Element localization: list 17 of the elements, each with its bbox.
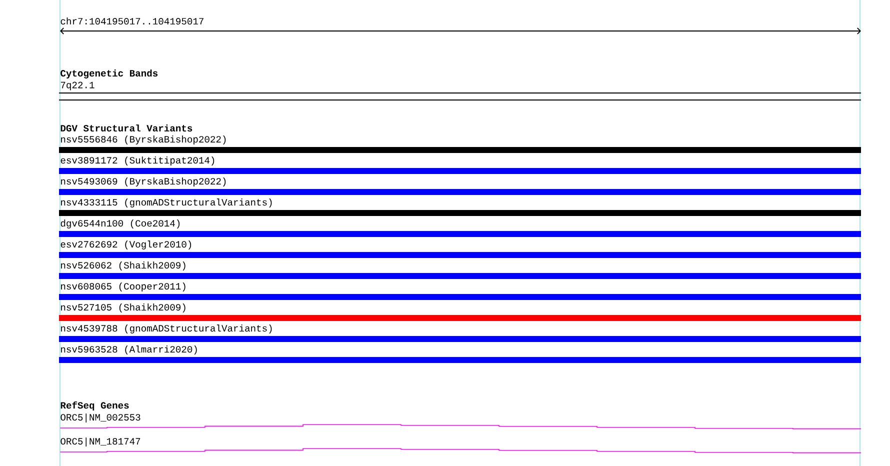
- feature-label: dgv6544n100 (Coe2014): [60, 220, 180, 228]
- feature-label: esv2762692 (Vogler2010): [60, 240, 192, 250]
- feature-label: nsv4539788 (gnomADStructuralVariants): [61, 324, 272, 334]
- feature-label: nsv526062 (Shaikh2009): [61, 262, 186, 270]
- feature-label: nsv5493069 (ByrskaBishop2022): [61, 178, 226, 186]
- feature-label: nsv527105 (Shaikh2009): [61, 304, 186, 312]
- track-title: DGV Structural Variants: [60, 124, 192, 132]
- feature-label: esv3891172 (Suktitipat2014): [60, 156, 214, 166]
- coordinate-label: chr7:104195017..104195017: [60, 17, 204, 25]
- feature-label: 7q22.1: [60, 82, 94, 90]
- feature-label: nsv608065 (Cooper2011): [61, 282, 186, 292]
- feature-label: nsv5963528 (Almarri2020): [61, 346, 197, 354]
- feature-label: nsv4333115 (gnomADStructuralVariants): [61, 198, 272, 208]
- track-title: RefSeq Genes: [60, 401, 129, 411]
- feature-label: ORC5|NM_181747: [60, 438, 140, 446]
- feature-label: ORC5|NM_002553: [60, 414, 140, 422]
- feature-label: nsv5556846 (ByrskaBishop2022): [61, 136, 226, 144]
